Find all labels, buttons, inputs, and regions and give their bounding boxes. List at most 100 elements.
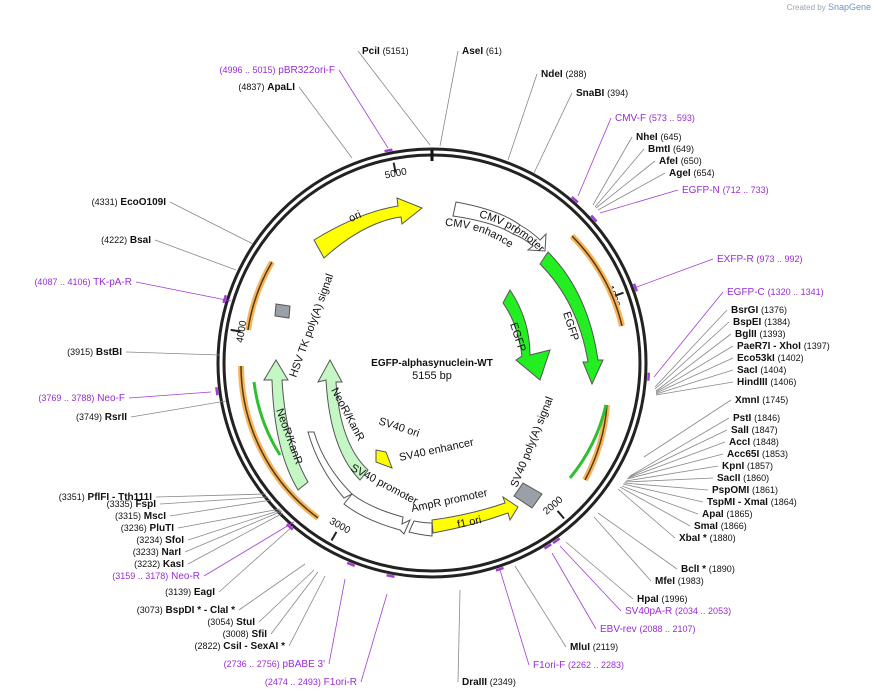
enzyme-label-pspomi: PspOMI (1861) xyxy=(712,485,778,496)
enzyme-label-smai: SmaI (1866) xyxy=(694,521,747,532)
leader-eagi xyxy=(218,525,294,593)
enzyme-label-bspdi: (3073) BspDI * - ClaI * xyxy=(137,605,235,616)
leader-snabi xyxy=(533,92,573,174)
leader-neo-r xyxy=(203,521,295,577)
enzyme-label-fspi: (3335) FspI xyxy=(107,499,157,510)
sv40-polya-box xyxy=(513,482,543,509)
primer-label-sv40pa-r: SV40pA-R (2034 .. 2053) xyxy=(625,606,731,617)
site-labels: PciI (5151)AseI (61)NdeI (288)SnaBI (394… xyxy=(34,46,829,688)
leader-f1ori-r xyxy=(360,593,388,683)
enzyme-label-sacii: SacII (1860) xyxy=(717,473,769,484)
leader-rsrii xyxy=(130,400,227,418)
tick-4000 xyxy=(230,328,241,333)
leader-tspmi xyxy=(622,483,704,503)
leader-sfii xyxy=(270,571,319,635)
primer-mark-egfp-n xyxy=(590,214,598,223)
enzyme-label-bsrgi: BsrGI (1376) xyxy=(731,305,787,316)
orf-arc-left xyxy=(245,260,275,331)
primer-label-f1ori-r: (2474 .. 2493) F1ori-R xyxy=(265,677,357,688)
leader-nhei xyxy=(592,136,633,206)
enzyme-label-draiii: DraIII (2349) xyxy=(462,677,516,688)
feature-arrows xyxy=(263,197,604,537)
leader-afei xyxy=(595,160,656,209)
hsv-tk-polya-box xyxy=(274,303,291,319)
leader-sv40pa-r xyxy=(559,545,622,612)
snapgene-brand: SnapGene xyxy=(827,2,871,12)
enzyme-label-paer7i: PaeR7I - XhoI (1397) xyxy=(737,341,830,352)
primer-mark-exfp-r xyxy=(632,283,638,292)
leader-msci xyxy=(169,499,272,517)
primer-mark-cmv-f xyxy=(570,196,579,204)
feature-label-sv40-polya: SV40 poly(A) signal xyxy=(509,395,556,489)
leader-nari xyxy=(184,510,283,553)
leader-pcii xyxy=(357,50,431,146)
enzyme-label-sfii: (3008) SfiI xyxy=(223,629,268,640)
leader-cmv-f xyxy=(577,117,612,197)
primer-mark-sv40pa-r xyxy=(552,537,561,545)
leader-kpni xyxy=(625,465,719,482)
feature-labels: ori CMV enhancer CMV promoter EGFP EGFP … xyxy=(0,0,581,531)
enzyme-label-tspmi: TspMI - XmaI (1864) xyxy=(707,497,797,508)
leader-kasi xyxy=(187,512,284,565)
credit-prefix: Created by xyxy=(786,3,826,12)
enzyme-label-xmni: XmnI (1745) xyxy=(735,395,788,406)
primer-label-f1ori-f: F1ori-F (2262 .. 2283) xyxy=(533,660,624,671)
enzyme-label-msci: (3315) MscI xyxy=(115,511,166,522)
enzyme-label-bsai: (4222) BsaI xyxy=(101,235,151,246)
leader-ecoo109i xyxy=(169,201,254,245)
leader-bspei xyxy=(654,321,730,390)
enzyme-label-saci: SacI (1404) xyxy=(737,365,786,376)
leader-sacii xyxy=(624,477,714,483)
enzyme-label-bstbi: (3915) BstBI xyxy=(67,347,122,358)
leader-eco53ki xyxy=(655,357,734,394)
feature-label-sv40-enhancer: SV40 enhancer xyxy=(398,436,475,464)
leader-pflfi xyxy=(155,493,267,498)
leader-apai xyxy=(621,485,699,515)
enzyme-label-pluti: (3236) PluTI xyxy=(121,523,174,534)
leader-draiii xyxy=(457,589,461,683)
neor-outer-arrow xyxy=(263,359,309,491)
leader-sali xyxy=(628,429,728,478)
leader-sfoi xyxy=(187,509,282,541)
primer-label-ebv-rev: EBV-rev (2088 .. 2107) xyxy=(600,624,696,635)
enzyme-label-ndei: NdeI (288) xyxy=(541,69,586,80)
feature-label-sv40-ori: SV40 ori xyxy=(377,415,421,439)
enzyme-label-asei: AseI (61) xyxy=(462,46,502,57)
leader-bstbi xyxy=(125,351,221,356)
primer-mark-egfp-c xyxy=(647,372,651,381)
sv40-ori-box xyxy=(375,449,393,469)
enzyme-label-hindiii: HindIII (1406) xyxy=(737,377,796,388)
feature-label-ori: ori xyxy=(347,209,363,225)
enzyme-label-rsrii: (3749) RsrII xyxy=(76,412,127,423)
sv40-promoter-arrow xyxy=(343,493,411,535)
leader-tk-pa-r xyxy=(135,281,232,302)
leader-apali xyxy=(298,86,353,159)
enzyme-label-bglii: BglII (1393) xyxy=(735,329,785,340)
enzyme-label-sfoi: (3234) SfoI xyxy=(136,535,184,546)
enzyme-label-stui: (3054) StuI xyxy=(207,617,255,628)
tick-3000 xyxy=(330,531,338,542)
leader-psti xyxy=(629,417,730,477)
leader-bsai xyxy=(154,239,237,271)
feature-label-ampr-promoter: AmpR promoter xyxy=(410,487,489,515)
primer-mark-tk-pa-r xyxy=(222,294,228,304)
primer-mark-f1ori-r xyxy=(386,574,395,578)
primer-label-tk-pa-r: (4087 .. 4106) TK-pA-R xyxy=(34,277,132,288)
enzyme-label-kasi: (3232) KasI xyxy=(134,559,184,570)
leader-mlui xyxy=(514,565,567,648)
leader-pluti xyxy=(177,508,281,529)
leader-ebv-rev xyxy=(551,552,597,630)
leader-exfp-r xyxy=(633,258,714,289)
enzyme-label-acci: AccI (1848) xyxy=(729,437,779,448)
leader-ndei xyxy=(507,73,538,161)
enzyme-label-bmti: BmtI (649) xyxy=(648,144,694,155)
ampr-promoter-arrow xyxy=(408,520,433,537)
leader-egfp-n xyxy=(599,189,679,214)
enzyme-label-ecoo109i: (4331) EcoO109I xyxy=(92,197,167,208)
sv40-promoter-stub xyxy=(307,431,353,499)
enzyme-label-agei: AgeI (654) xyxy=(669,168,714,179)
enzyme-label-sali: SalI (1847) xyxy=(731,425,778,436)
enzyme-label-nari: (3233) NarI xyxy=(133,547,181,558)
